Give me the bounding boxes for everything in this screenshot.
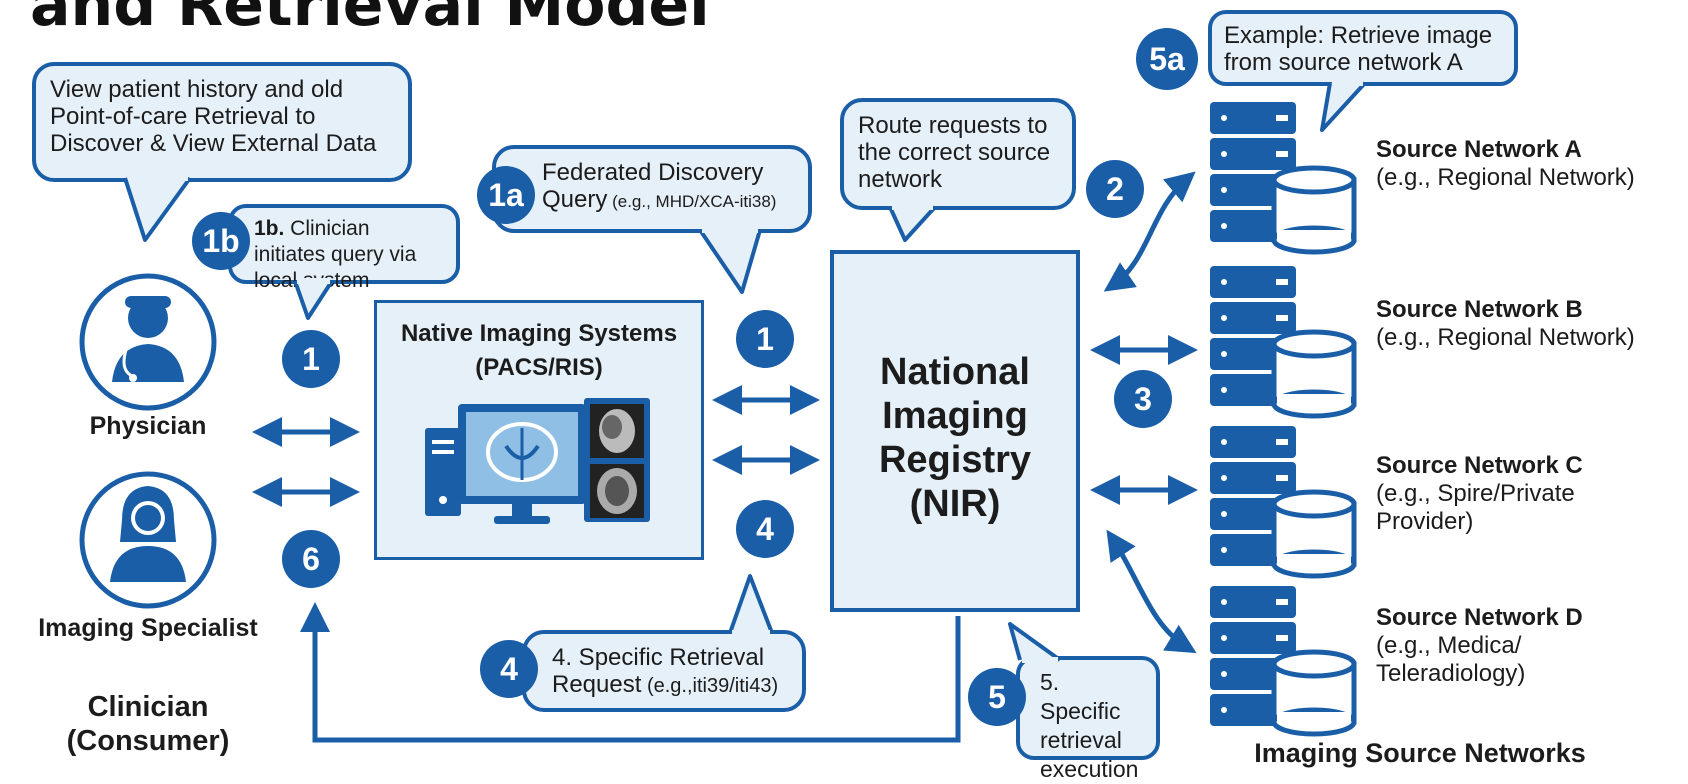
patient-history-tail	[123, 175, 192, 242]
server-c-icon	[1210, 426, 1357, 579]
step-5-bubble-badge: 5	[968, 668, 1026, 726]
workstation-icon	[425, 398, 650, 524]
step-4-bubble-badge: 4	[480, 640, 538, 698]
step-1b-badge: 1b	[192, 212, 250, 270]
network-b-name: Source Network B	[1376, 296, 1583, 323]
step-1-mid-badge: 1	[736, 310, 794, 368]
network-d-label: Source Network D (e.g., Medica/ Teleradi…	[1376, 604, 1606, 688]
network-c-name: Source Network C	[1376, 452, 1583, 479]
arrow-nir-network-a	[1103, 171, 1196, 292]
specific-request-line1: 4. Specific Retrieval	[552, 644, 765, 671]
server-a-icon	[1210, 102, 1357, 255]
networks-caption: Imaging Source Networks	[1254, 738, 1586, 768]
specific-request-line2b: (e.g.,iti39/iti43)	[641, 675, 779, 697]
specific-request-bubble: 4. Specific Retrieval Request (e.g.,iti3…	[522, 630, 806, 712]
initiates-tail	[293, 278, 334, 320]
physician-icon	[79, 273, 217, 411]
specialist-icon	[79, 471, 217, 609]
network-b-sub: (e.g., Regional Network)	[1376, 324, 1635, 351]
server-d-icon	[1210, 586, 1357, 737]
connectors	[252, 171, 1198, 743]
diagram-title: and Retrieval Model	[30, 0, 710, 40]
specific-request-tail	[728, 574, 774, 634]
network-c-sub: (e.g., Spire/Private Provider)	[1376, 480, 1575, 535]
patient-history-text: View patient history and old Point-of-ca…	[50, 76, 377, 157]
arrow-return-to-clinician	[300, 602, 961, 743]
clinician-group-line2: (Consumer)	[66, 725, 230, 757]
route-text: Route requests to the correct source net…	[858, 112, 1051, 193]
step-3-badge: 3	[1114, 370, 1172, 428]
initiates-bubble: 1b. Clinician initiates query via local …	[228, 204, 460, 292]
example-text: Example: Retrieve image from source netw…	[1224, 22, 1493, 76]
step-5a-badge: 5a	[1136, 28, 1198, 90]
network-a-label: Source Network A (e.g., Regional Network…	[1376, 136, 1676, 192]
network-a-name: Source Network A	[1376, 136, 1582, 163]
specific-request-line2a: Request	[552, 671, 642, 698]
step-4-mid-badge: 4	[736, 500, 794, 558]
federated-bubble: Federated Discovery Query (e.g., MHD/XCA…	[492, 145, 812, 233]
server-icons	[1210, 102, 1357, 737]
nir-line4: (NIR)	[909, 483, 1001, 525]
network-b-label: Source Network B (e.g., Regional Network…	[1376, 296, 1676, 352]
clinician-group-line1: Clinician	[87, 691, 209, 723]
network-d-name: Source Network D	[1376, 604, 1583, 631]
route-tail	[888, 204, 937, 242]
nir-box: National Imaging Registry (NIR)	[830, 250, 1080, 612]
native-title: Native Imaging Systems (PACS/RIS)	[377, 317, 701, 385]
federated-line2b: (e.g., MHD/XCA-iti38)	[607, 192, 777, 211]
specialist-label: Imaging Specialist	[38, 614, 258, 642]
federated-line1: Federated Discovery	[542, 159, 764, 186]
step-2-badge: 2	[1086, 160, 1144, 218]
physician-label: Physician	[89, 412, 207, 440]
native-line1: Native Imaging Systems	[400, 320, 678, 347]
patient-history-bubble: View patient history and old Point-of-ca…	[32, 62, 412, 182]
nir-title: National Imaging Registry (NIR)	[834, 350, 1076, 526]
step-1a-badge: 1a	[477, 166, 535, 224]
initiates-prefix: 1b.	[254, 217, 285, 240]
nir-line1: National	[880, 351, 1030, 393]
nir-line2: Imaging	[882, 395, 1028, 437]
clinician-icons	[79, 273, 217, 609]
execution-tail	[1008, 622, 1062, 663]
nir-line3: Registry	[878, 439, 1032, 481]
initiates-text: Clinician initiates query via local syst…	[254, 217, 417, 292]
network-c-label: Source Network C (e.g., Spire/Private Pr…	[1376, 452, 1606, 536]
server-b-icon	[1210, 266, 1357, 419]
network-a-sub: (e.g., Regional Network)	[1376, 164, 1635, 191]
federated-line2a: Query	[542, 186, 608, 213]
federated-tail	[698, 227, 762, 294]
arrow-nir-network-d	[1106, 529, 1197, 654]
step-1-left-badge: 1	[282, 330, 340, 388]
route-bubble: Route requests to the correct source net…	[840, 98, 1076, 210]
example-tail	[1320, 80, 1367, 132]
step-6-badge: 6	[282, 530, 340, 588]
native-line2: (PACS/RIS)	[475, 354, 603, 381]
network-d-sub: (e.g., Medica/ Teleradiology)	[1376, 632, 1526, 687]
clinician-group-label: Clinician (Consumer)	[60, 690, 236, 758]
